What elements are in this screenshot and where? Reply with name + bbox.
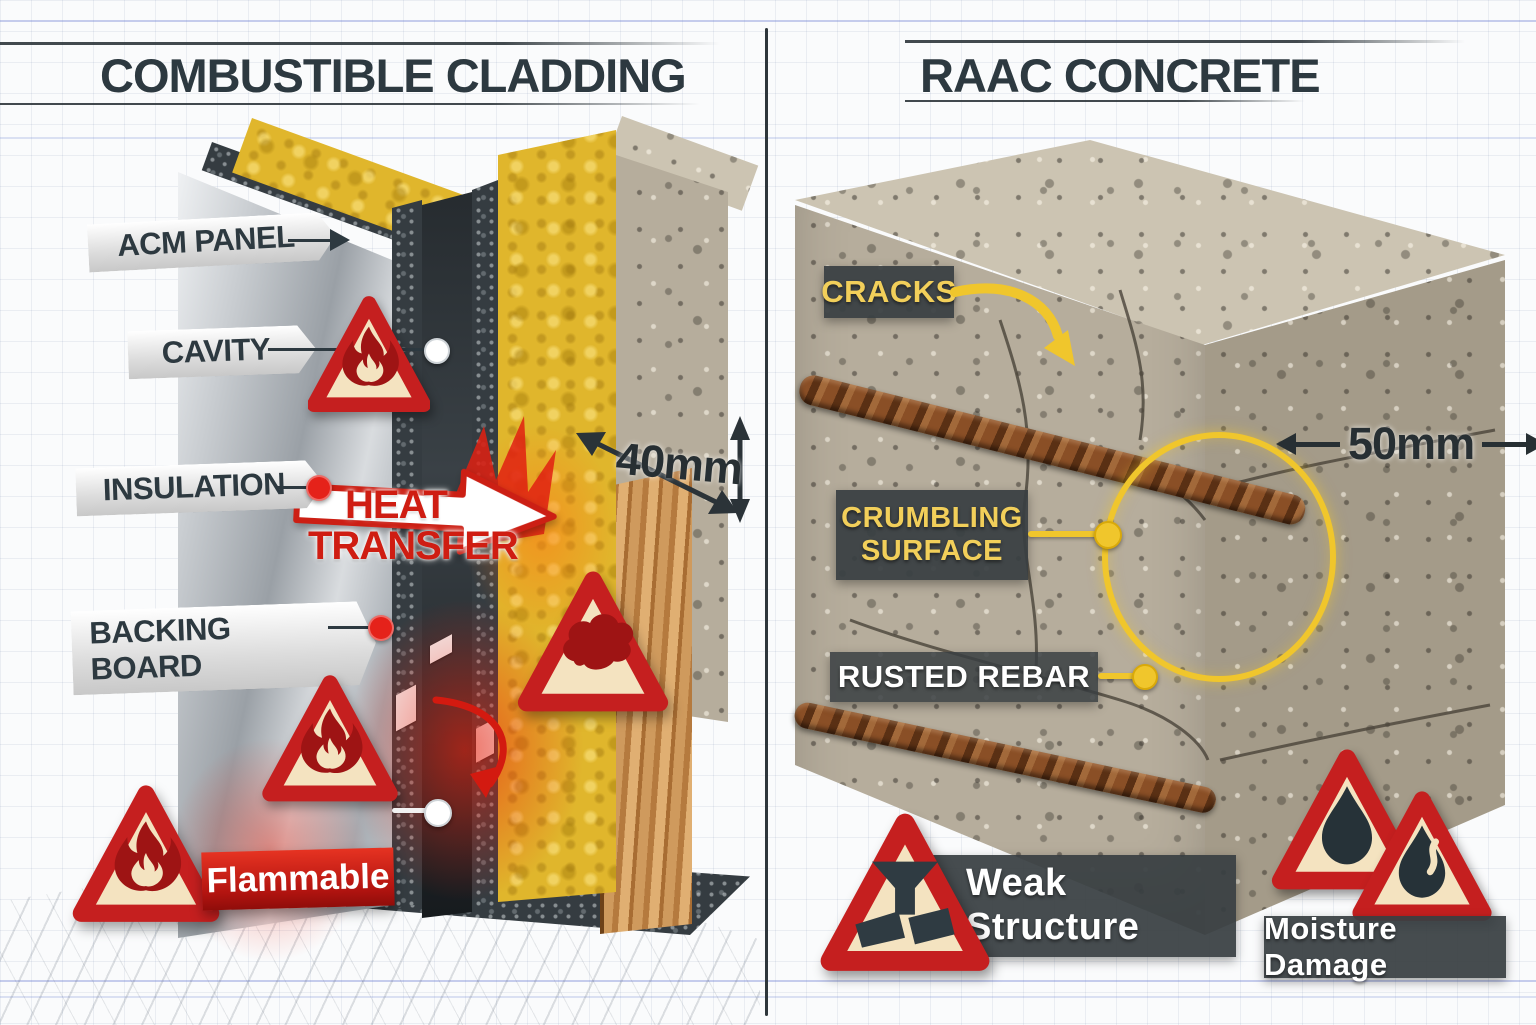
smoke-icon bbox=[563, 614, 634, 670]
grid-accent-line bbox=[0, 137, 1536, 139]
fire-warning-triangle bbox=[308, 296, 430, 413]
fire-warning-triangle bbox=[262, 675, 398, 802]
droplet-icon bbox=[1321, 786, 1373, 865]
fire-triangle-pointer-line bbox=[392, 808, 432, 813]
panel-divider bbox=[765, 28, 768, 1016]
heat-transfer-label-line1: HEAT bbox=[345, 483, 448, 527]
grid-accent-line bbox=[0, 980, 1536, 982]
rusted-rebar-pointer-line bbox=[1098, 673, 1142, 679]
acm-panel-label-text: ACM PANEL bbox=[116, 218, 296, 263]
dimension-arrow-right-icon bbox=[1482, 432, 1536, 455]
moisture-warning-triangle bbox=[1271, 749, 1423, 890]
rusted-rebar-label-text: RUSTED REBAR bbox=[837, 659, 1091, 694]
crumbling-pointer-dot bbox=[1094, 521, 1122, 549]
left-title: COMBUSTIBLE CLADDING bbox=[100, 49, 687, 102]
dimension-label-40mm: 40mm bbox=[614, 432, 745, 495]
crumbling-surface-line1: CRUMBLING bbox=[841, 502, 1023, 534]
dimension-arrow-left-icon bbox=[1276, 432, 1340, 455]
rusted-rebar-label: RUSTED REBAR bbox=[830, 652, 1098, 702]
flame-icon bbox=[342, 326, 399, 386]
flame-icon bbox=[301, 708, 363, 774]
crumbling-surface-line2: SURFACE bbox=[860, 535, 1004, 567]
fire-warning-triangle bbox=[72, 785, 220, 922]
fire-triangle-pointer-dot bbox=[424, 799, 452, 827]
title-rule bbox=[905, 100, 1305, 102]
title-rule bbox=[0, 42, 720, 45]
dimension-50mm: 50mm bbox=[1276, 418, 1536, 470]
flammable-banner: Flammable bbox=[201, 847, 395, 911]
crumbling-pointer-line bbox=[1028, 531, 1104, 537]
collapse-icon bbox=[855, 861, 955, 948]
cavity-label-text: CAVITY bbox=[161, 331, 271, 371]
grid-accent-line bbox=[0, 996, 1536, 998]
moisture-warning-triangle bbox=[1352, 791, 1492, 921]
heat-transfer-arrow-icon bbox=[293, 468, 557, 555]
cavity-label: CAVITY bbox=[127, 325, 317, 380]
flame-icon bbox=[114, 821, 182, 892]
insulation-label-text: INSULATION bbox=[102, 466, 286, 508]
weak-structure-warning-triangle bbox=[820, 813, 990, 971]
title-rule bbox=[0, 103, 700, 105]
acm-panel-arrowhead-icon bbox=[330, 229, 350, 251]
droplet-icon bbox=[1398, 825, 1446, 898]
rebar-highlight-circle bbox=[1102, 432, 1336, 682]
heat-loop-arrow-icon bbox=[432, 696, 507, 798]
cavity-pointer-dot bbox=[424, 338, 450, 364]
insulation-pointer-line bbox=[276, 486, 312, 489]
moisture-damage-label-text: Moisture Damage bbox=[1264, 911, 1398, 982]
right-title: RAAC CONCRETE bbox=[920, 49, 1321, 102]
crumbling-surface-label: CRUMBLING SURFACE bbox=[836, 490, 1028, 580]
weak-structure-line1: Weak bbox=[966, 862, 1067, 905]
acm-panel-pointer-line bbox=[288, 239, 330, 242]
cracks-label: CRACKS bbox=[821, 266, 957, 318]
rusted-rebar-pointer-dot bbox=[1132, 664, 1158, 690]
grid-accent-line bbox=[0, 20, 1536, 22]
backing-board-pointer-dot bbox=[368, 615, 394, 641]
cracks-arrow-icon bbox=[950, 283, 1075, 366]
title-rule bbox=[905, 40, 1465, 43]
backing-board-pointer-line bbox=[328, 626, 374, 629]
insulation-pointer-dot bbox=[306, 475, 332, 501]
smoke-warning-triangle bbox=[517, 571, 669, 712]
flammable-banner-text: Flammable bbox=[206, 856, 390, 901]
moisture-damage-label: Moisture Damage bbox=[1264, 911, 1506, 982]
cracks-label-text: CRACKS bbox=[821, 274, 957, 309]
heat-transfer-label-line2: TRANSFER bbox=[308, 524, 519, 568]
weak-structure-line2: Structure bbox=[966, 906, 1140, 948]
dimension-label-50mm: 50mm bbox=[1348, 418, 1475, 469]
dimension-arrow-40mm-icon bbox=[576, 416, 750, 523]
